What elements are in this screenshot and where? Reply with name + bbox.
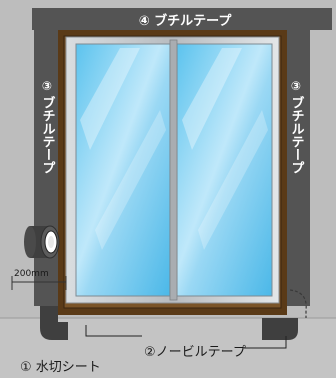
water-cut-sheet-label: ① 水切シート [20,360,101,375]
right-butyl-tape [283,30,310,306]
top-tape-label: ④ ブチルテープ [138,14,232,29]
noble-tape-label: ②ノービルテープ [144,345,246,360]
right-tape-label: ③ ブチルテープ [285,78,307,174]
right-tape-text: ブチルテープ [288,96,304,174]
left-noble-tape-corner [40,306,68,340]
right-glass-pane [176,43,273,297]
center-mullion [169,39,178,301]
dimension-label: 200mm [14,269,49,279]
top-butyl-tape [32,8,332,30]
tape-roll-icon [24,225,60,259]
left-butyl-tape [34,30,61,306]
left-tape-text: ブチルテープ [39,96,55,174]
dimension-indicator [11,276,67,290]
left-tape-number: ③ [41,79,53,93]
right-noble-tape-corner [262,318,298,340]
left-tape-label: ③ ブチルテープ [36,78,58,174]
left-glass-pane [75,43,171,297]
right-tape-number: ③ [290,79,302,93]
